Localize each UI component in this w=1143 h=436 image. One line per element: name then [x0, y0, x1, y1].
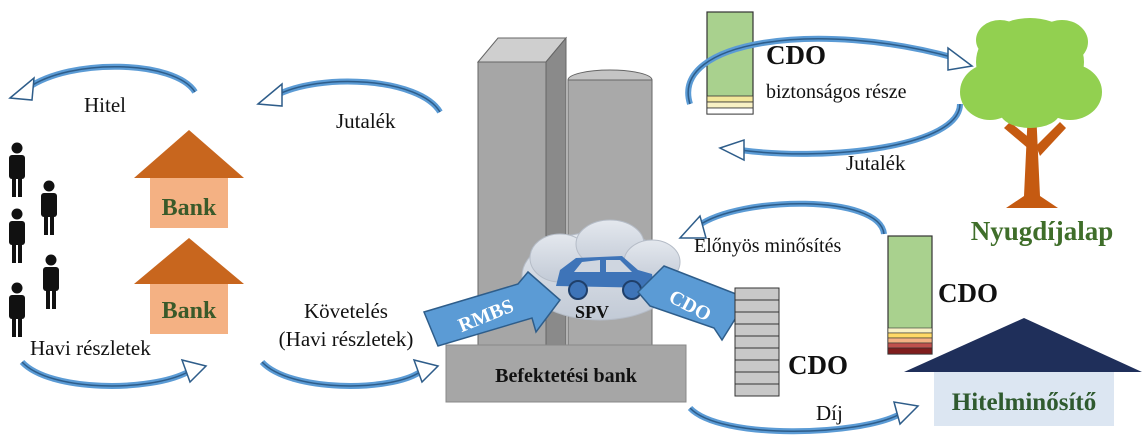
koveteles-curved-arrow [259, 358, 440, 389]
cdo-right-label: CDO [938, 278, 998, 308]
car-icon [556, 256, 654, 300]
investment-bank-buildings [445, 36, 687, 403]
rating-agency-house [904, 318, 1142, 426]
jutalek-left-curved-arrow [256, 78, 443, 114]
jutalek-left-label: Jutalék [336, 109, 396, 133]
jutalek-right-curved-arrow [718, 103, 963, 162]
bank-1-label: Bank [162, 195, 217, 221]
havi-reszletek-label: Havi részletek [30, 336, 151, 360]
cdo-safe-tranche-bar [706, 11, 754, 115]
cdo-rated-bar [887, 235, 933, 355]
bank-house-2 [134, 238, 244, 334]
befektetesi-bank-label: Befektetési bank [495, 365, 638, 387]
jutalek-right-label: Jutalék [846, 151, 906, 175]
hitelminosito-label: Hitelminősítő [952, 389, 1096, 416]
cdo-to-pension-curved-arrow [685, 35, 974, 105]
spv-label: SPV [575, 302, 609, 322]
borrowers-people-icons [9, 142, 59, 337]
bank-house-1 [134, 130, 244, 228]
elonyos-minosites-label: Előnyös minősítés [694, 235, 841, 257]
biztonsagos-resze-label: biztonságos része [766, 81, 907, 103]
dij-label: Díj [816, 401, 843, 425]
cdo-stack-label: CDO [788, 350, 848, 380]
koveteles-label-line1: Követelés [304, 299, 388, 323]
tree-icon [960, 18, 1102, 208]
person-icon [43, 254, 59, 309]
hitel-curved-arrow [8, 63, 198, 101]
person-icon [9, 142, 25, 197]
person-icon [41, 180, 57, 235]
rmbs-arrow [422, 270, 562, 347]
havi-reszletek-curved-arrow [19, 358, 208, 389]
cdo-top-label: CDO [766, 40, 826, 70]
person-icon [9, 282, 25, 337]
nyugdijalap-label: Nyugdíjalap [971, 216, 1114, 246]
person-icon [9, 208, 25, 263]
dij-curved-arrow [687, 401, 920, 435]
bank-2-label: Bank [162, 298, 217, 324]
elonyos-minosites-curved-arrow [678, 200, 887, 239]
hitel-label: Hitel [84, 93, 126, 117]
cdo-stack-bar [734, 287, 780, 397]
koveteles-label-line2: (Havi részletek) [279, 327, 414, 351]
